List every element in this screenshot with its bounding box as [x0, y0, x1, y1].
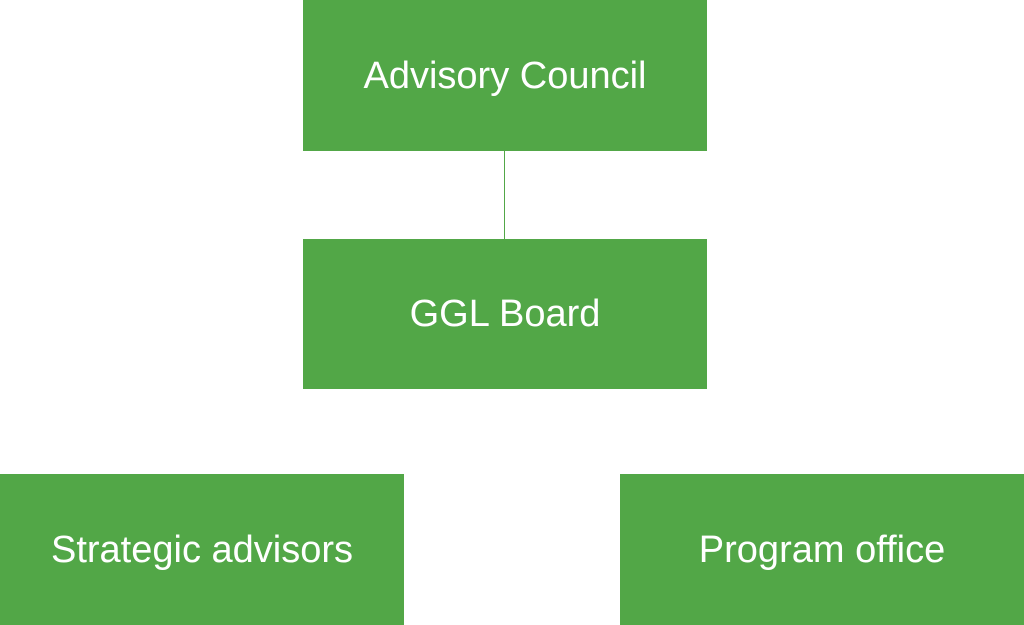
node-label-program-office: Program office: [698, 528, 946, 571]
node-label-advisory-council: Advisory Council: [363, 54, 647, 97]
connector-advisory-to-board: [504, 151, 505, 239]
node-ggl-board: GGL Board: [303, 239, 707, 389]
node-label-ggl-board: GGL Board: [409, 293, 601, 335]
node-label-strategic-advisors: Strategic advisors: [50, 528, 353, 571]
node-advisory-council: Advisory Council: [303, 0, 707, 151]
node-strategic-advisors: Strategic advisors: [0, 474, 404, 625]
node-program-office: Program office: [620, 474, 1024, 625]
